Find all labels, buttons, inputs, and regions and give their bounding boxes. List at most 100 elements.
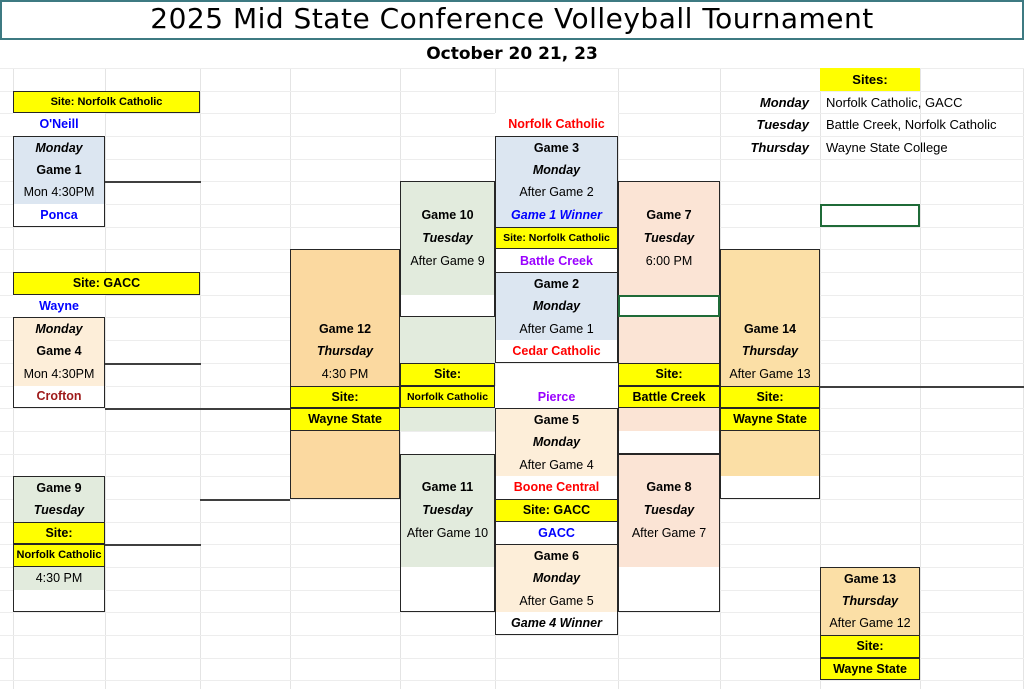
page-title: 2025 Mid State Conference Volleyball Tou… bbox=[150, 2, 874, 35]
game9-site-label: Site: bbox=[13, 521, 105, 545]
sites-legend-value: Battle Creek, Norfolk Catholic bbox=[826, 117, 997, 133]
game14-pad1 bbox=[720, 249, 820, 273]
game6-day: Monday bbox=[495, 566, 618, 590]
sites-legend-day: Monday bbox=[759, 94, 809, 110]
game7-winner-entry[interactable] bbox=[618, 294, 720, 318]
game5-top-team: Pierce bbox=[495, 385, 618, 409]
game9-time: 4:30 PM bbox=[13, 566, 105, 590]
game8-name: Game 8 bbox=[618, 476, 720, 499]
game10-pad6 bbox=[400, 408, 495, 431]
game11-name: Game 11 bbox=[400, 476, 495, 499]
bracket-connector-line bbox=[105, 408, 395, 411]
game7-day: Tuesday bbox=[618, 226, 720, 250]
game12-pad2 bbox=[290, 272, 400, 295]
game7-pad6 bbox=[618, 430, 720, 454]
game10-pad5 bbox=[400, 340, 495, 363]
game13-after: After Game 12 bbox=[820, 612, 920, 635]
game7-name: Game 7 bbox=[618, 204, 720, 227]
game13-site-value: Wayne State bbox=[820, 657, 920, 681]
game3-day: Monday bbox=[495, 158, 618, 182]
game4-site-banner: Site: GACC bbox=[13, 272, 200, 295]
game10-pad2 bbox=[400, 272, 495, 295]
game5-bottom-team: Boone Central bbox=[495, 476, 618, 499]
game13-name: Game 13 bbox=[820, 566, 920, 590]
game10-name: Game 10 bbox=[400, 204, 495, 227]
sites-legend-value: Wayne State College bbox=[826, 139, 948, 155]
game13-day: Thursday bbox=[820, 589, 920, 613]
game6-top-team: GACC bbox=[495, 521, 618, 545]
game12-name: Game 12 bbox=[290, 317, 400, 341]
game7-pad2 bbox=[618, 272, 720, 295]
game8-after: After Game 7 bbox=[618, 521, 720, 545]
game7-pad3 bbox=[618, 317, 720, 341]
game14-after: After Game 13 bbox=[720, 362, 820, 386]
game14-pad2 bbox=[720, 272, 820, 295]
game8-pad4 bbox=[618, 589, 720, 613]
game14-site-label: Site: bbox=[720, 385, 820, 409]
game7-pad1 bbox=[618, 181, 720, 205]
game9-site-value: Norfolk Catholic bbox=[13, 544, 105, 567]
game7-site-value: Battle Creek bbox=[618, 385, 720, 409]
game4-name: Game 4 bbox=[13, 340, 105, 363]
game14-name: Game 14 bbox=[720, 317, 820, 341]
game14-pad5 bbox=[720, 453, 820, 477]
grid-column-line bbox=[105, 68, 106, 689]
game12-site-label: Site: bbox=[290, 385, 400, 409]
game2-after: After Game 1 bbox=[495, 317, 618, 341]
game10-pad4 bbox=[400, 317, 495, 341]
game8-pad1 bbox=[618, 453, 720, 477]
game7-time: 6:00 PM bbox=[618, 249, 720, 273]
grid-row-line bbox=[0, 68, 1024, 69]
bracket-connector-line bbox=[105, 181, 201, 184]
game12-time: 4:30 PM bbox=[290, 362, 400, 386]
game12-pad4 bbox=[290, 430, 400, 454]
game11-after: After Game 10 bbox=[400, 521, 495, 545]
title-band bbox=[0, 0, 1024, 40]
game4-bottom-team: Crofton bbox=[13, 385, 105, 409]
game14-day: Thursday bbox=[720, 340, 820, 363]
game7-site-label: Site: bbox=[618, 362, 720, 386]
grid-row-line bbox=[0, 91, 1024, 92]
game7-pad4 bbox=[618, 340, 720, 363]
game11-pad3 bbox=[400, 566, 495, 590]
grid-row-line bbox=[0, 658, 1024, 659]
sites-legend-day: Thursday bbox=[750, 139, 809, 155]
grid-column-line bbox=[200, 68, 201, 689]
game11-day: Tuesday bbox=[400, 498, 495, 522]
page-subtitle: October 20 21, 23 bbox=[426, 44, 598, 64]
grid-row-line bbox=[0, 680, 1024, 681]
game10-pad3 bbox=[400, 294, 495, 318]
game2-name: Game 2 bbox=[495, 272, 618, 295]
sites-legend-day: Tuesday bbox=[756, 117, 809, 133]
game12-site-value: Wayne State bbox=[290, 408, 400, 431]
game3-top-team: Norfolk Catholic bbox=[495, 113, 618, 137]
game1-day: Monday bbox=[13, 136, 105, 159]
grid-column-line bbox=[495, 68, 496, 689]
bracket-connector-line bbox=[105, 362, 201, 365]
game10-site-label: Site: bbox=[400, 362, 495, 386]
game11-pad4 bbox=[400, 589, 495, 613]
game12-pad1 bbox=[290, 249, 400, 273]
game1-site-banner: Site: Norfolk Catholic bbox=[13, 90, 200, 114]
game6-winner-from: Game 4 Winner bbox=[495, 612, 618, 635]
game1-time: Mon 4:30PM bbox=[13, 181, 105, 205]
game14-site-value: Wayne State bbox=[720, 408, 820, 431]
game12-pad5 bbox=[290, 453, 400, 477]
grid-row-line bbox=[0, 363, 1024, 364]
game14-pad6 bbox=[720, 476, 820, 499]
game10-day: Tuesday bbox=[400, 226, 495, 250]
game2-top-team: Battle Creek bbox=[495, 249, 618, 273]
game1-top-team: O'Neill bbox=[13, 113, 105, 137]
game2-bottom-team: Cedar Catholic bbox=[495, 340, 618, 363]
game10-site-value: Norfolk Catholic bbox=[400, 385, 495, 409]
game9-name: Game 9 bbox=[13, 476, 105, 499]
game6-after: After Game 5 bbox=[495, 589, 618, 613]
game12-pad3 bbox=[290, 294, 400, 318]
game4-day: Monday bbox=[13, 317, 105, 341]
champion-entry[interactable] bbox=[820, 204, 920, 227]
game3-site-banner: Site: Norfolk Catholic bbox=[495, 226, 618, 250]
game5-day: Monday bbox=[495, 430, 618, 454]
game7-pad5 bbox=[618, 408, 720, 431]
game1-bottom-team: Ponca bbox=[13, 204, 105, 227]
game11-pad1 bbox=[400, 453, 495, 477]
